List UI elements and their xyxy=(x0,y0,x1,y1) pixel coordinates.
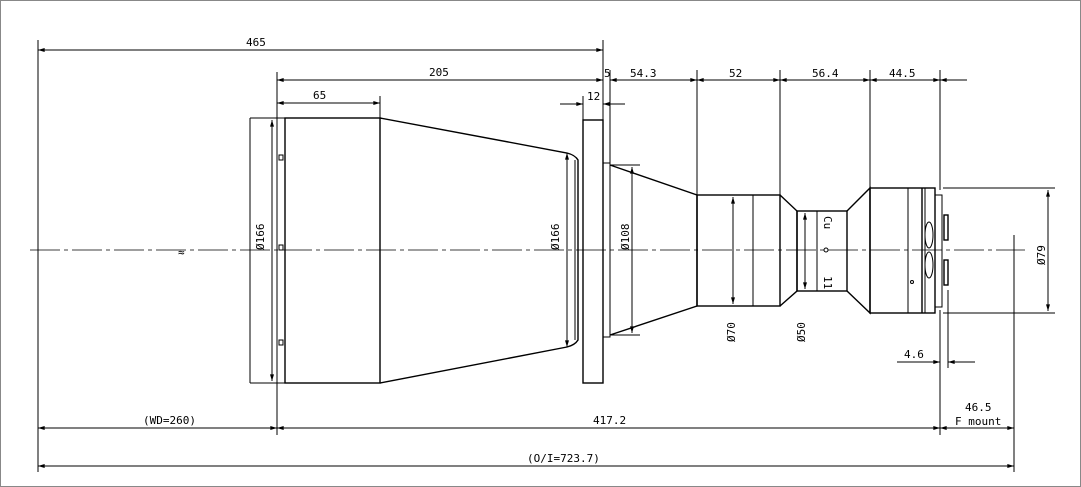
mount-type-label: F mount xyxy=(955,415,1001,428)
dim-56-4: 56.4 xyxy=(812,67,839,80)
dim-46-5: 46.5 xyxy=(965,401,992,414)
dim-12: 12 xyxy=(587,90,600,103)
dimension-lines xyxy=(38,48,1050,468)
dim-205: 205 xyxy=(429,66,449,79)
dim-wd: (WD=260) xyxy=(143,414,196,427)
svg-text:Cu: Cu xyxy=(821,216,834,229)
dim-dia-50: Ø50 xyxy=(795,322,808,342)
dim-5: 5 xyxy=(604,67,611,80)
dim-dia-166-right: Ø166 xyxy=(549,224,562,251)
svg-text:11: 11 xyxy=(821,276,834,289)
dim-dia-108: Ø108 xyxy=(619,224,632,251)
dim-dia-70: Ø70 xyxy=(725,322,738,342)
dim-52: 52 xyxy=(729,67,742,80)
dim-465: 465 xyxy=(246,36,266,49)
lens-body: Cu 11 xyxy=(249,117,949,384)
dim-dia-166-left: Ø166 xyxy=(254,224,267,251)
dim-417-2: 417.2 xyxy=(593,414,626,427)
dim-oi: (O/I=723.7) xyxy=(527,452,600,465)
dim-dia-79: Ø79 xyxy=(1035,245,1048,265)
dim-4-6: 4.6 xyxy=(904,348,924,361)
dim-54-3: 54.3 xyxy=(630,67,657,80)
dim-44-5: 44.5 xyxy=(889,67,916,80)
extension-lines xyxy=(37,40,1055,472)
dim-65: 65 xyxy=(313,89,326,102)
break-symbol: ≈ xyxy=(178,246,185,259)
